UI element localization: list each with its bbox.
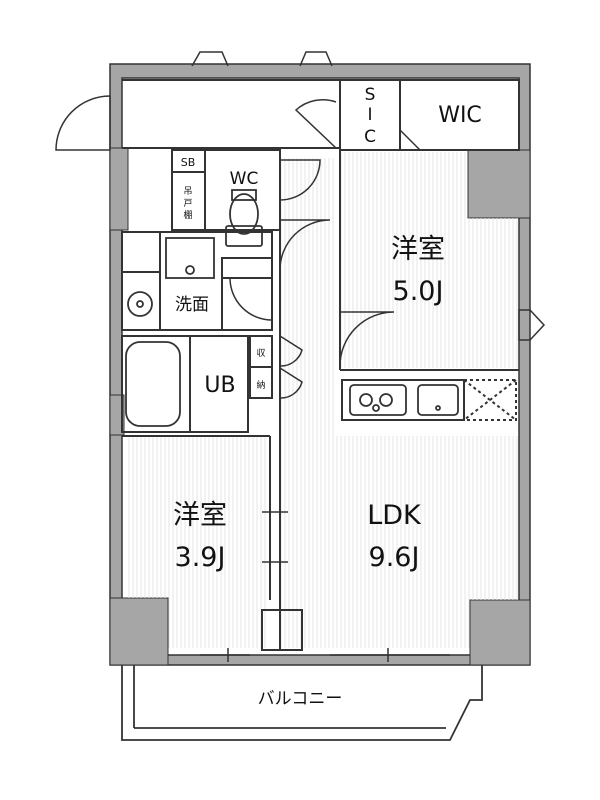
shuno-label-1: 収 [256, 347, 265, 359]
column-bottom-right [469, 599, 531, 666]
floor-bedroom-north [340, 152, 468, 368]
floor-bedroom-north-ext [468, 218, 519, 368]
sic-label-s: S [365, 85, 376, 105]
east-window-opening [518, 309, 546, 341]
floor-hatching [128, 152, 519, 648]
shuno-label-2: 納 [256, 379, 265, 391]
bathtub-icon [125, 341, 181, 427]
sink-icon [417, 384, 459, 416]
wic-label: WIC [438, 103, 482, 128]
floor-bedroom-south [128, 436, 266, 598]
floor-ldk-ext [470, 436, 519, 600]
washer-pan-icon [165, 237, 215, 279]
column-mid-left [109, 394, 125, 436]
storage-door-2 [279, 367, 303, 399]
labels: S I C WIC SB WC 吊 戸 棚 洋室 5.0J 洗面 収 納 UB … [173, 85, 482, 709]
top-window-left [191, 51, 229, 67]
bedroom-north-size: 5.0J [393, 276, 444, 307]
bedroom-south-name: 洋室 [173, 500, 227, 531]
corridor-door [294, 98, 337, 149]
column-top-right [467, 149, 531, 219]
ub-label: UB [204, 373, 235, 398]
tsuridana-label-3: 棚 [183, 209, 192, 221]
closet-folding-door [399, 128, 421, 151]
washroom-door-2 [229, 277, 273, 321]
sliding-partition [262, 511, 288, 563]
interior-walls [121, 79, 520, 651]
top-window-right [299, 51, 333, 67]
doors [55, 51, 546, 662]
washroom-door [279, 219, 331, 271]
wc-door [279, 159, 321, 201]
balcony [121, 665, 483, 741]
wc-label: WC [230, 169, 259, 189]
bedroom-south-size: 3.9J [175, 542, 226, 573]
washbasin-icon [127, 291, 153, 317]
bedroom-north-door [339, 311, 395, 367]
sic-label-c: C [364, 127, 376, 147]
south-window [200, 648, 450, 662]
fixtures [125, 189, 459, 427]
balcony-label: バルコニー [258, 689, 343, 709]
column-bottom-left [109, 597, 169, 666]
tsuridana-label-1: 吊 [183, 186, 192, 197]
entrance-door [55, 95, 111, 151]
walls [109, 63, 531, 666]
floor-hall [278, 158, 336, 436]
senmen-label: 洗面 [175, 295, 209, 315]
sic-label-i: I [367, 105, 372, 125]
sb-label: SB [181, 156, 196, 169]
toilet-icon [225, 189, 263, 247]
ldk-name: LDK [367, 500, 422, 531]
column-top-left [109, 147, 129, 231]
stove-icon [349, 384, 407, 416]
floor-ldk [280, 436, 470, 648]
floor-bedroom-south-ext [168, 598, 266, 648]
bedroom-north-name: 洋室 [391, 234, 445, 265]
tsuridana-label-2: 戸 [183, 198, 192, 209]
ldk-size: 9.6J [369, 542, 420, 573]
storage-door [279, 335, 303, 367]
